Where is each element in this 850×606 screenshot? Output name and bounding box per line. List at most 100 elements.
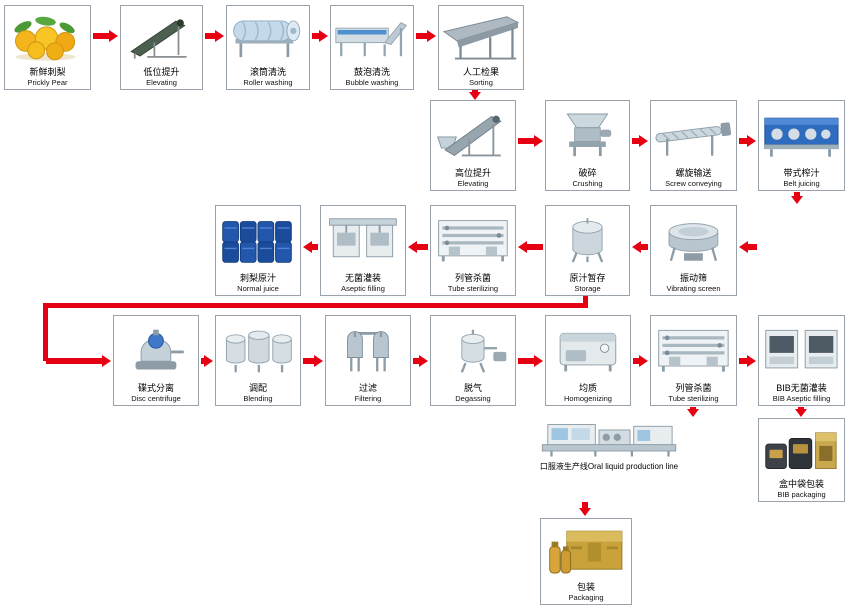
flow-arrow-down bbox=[795, 407, 807, 417]
node-bib-aseptic-filling: BIB无菌灌装 BIB Aseptic filling bbox=[758, 315, 845, 406]
label-en: Degassing bbox=[455, 394, 491, 403]
bib-filler-icon bbox=[760, 318, 843, 383]
node-packaging: 包装 Packaging bbox=[540, 518, 632, 605]
label-en: Roller washing bbox=[243, 78, 293, 87]
label-zh: 螺旋输送 bbox=[675, 167, 712, 178]
sorting-conveyor-icon bbox=[440, 8, 522, 67]
flow-arrow-right bbox=[312, 30, 328, 42]
blue-drums-icon bbox=[217, 208, 299, 273]
flow-arrow-right bbox=[303, 355, 323, 367]
label-zh: 滚筒清洗 bbox=[249, 66, 286, 77]
label-zh: 列管杀菌 bbox=[454, 272, 491, 283]
flow-arrow-left bbox=[739, 241, 757, 253]
node-belt-juicing: 带式榨汁 Belt juicing bbox=[758, 100, 845, 191]
label-en: BIB packaging bbox=[777, 490, 826, 499]
tube-sterilizer-icon bbox=[652, 318, 735, 383]
label-en: Tube sterilizing bbox=[447, 284, 499, 293]
node-oral-liquid-line: 口服液生产线Oral liquid production line bbox=[530, 418, 688, 476]
flow-arrow-right bbox=[201, 355, 213, 367]
label-en: Sorting bbox=[469, 78, 493, 87]
bib-packages-icon bbox=[760, 421, 843, 479]
node-fresh-prickly-pear: 新鲜刺梨 Prickly Pear bbox=[4, 5, 91, 90]
aseptic-filler-icon bbox=[322, 208, 404, 273]
label-zh: 鼓泡清洗 bbox=[353, 66, 390, 77]
label-zh: 包装 bbox=[576, 581, 595, 592]
label-zh: 调配 bbox=[248, 382, 267, 393]
label-en: Elevating bbox=[457, 179, 489, 188]
hopper-elevator-icon bbox=[432, 103, 514, 168]
blending-tanks-icon bbox=[217, 318, 299, 383]
label-en: Prickly Pear bbox=[27, 78, 68, 87]
incline-conveyor-icon bbox=[122, 8, 201, 67]
duplex-filter-icon bbox=[327, 318, 409, 383]
flow-arrow-down bbox=[579, 502, 591, 516]
label-zh: 原汁暂存 bbox=[569, 272, 606, 283]
node-low-elevating: 低位提升 Elevating bbox=[120, 5, 203, 90]
node-vibrating-screen: 振动筛 Vibrating screen bbox=[650, 205, 737, 296]
bubble-washer-icon bbox=[332, 8, 412, 67]
label-en: Packaging bbox=[568, 593, 604, 602]
flow-arrow-right bbox=[739, 355, 756, 367]
flow-arrow-down bbox=[791, 192, 803, 204]
label-zh: 破碎 bbox=[578, 167, 597, 178]
node-aseptic-filling: 无菌灌装 Aseptic filling bbox=[320, 205, 406, 296]
label-en: Crushing bbox=[572, 179, 603, 188]
node-roller-washing: 滚筒清洗 Roller washing bbox=[226, 5, 310, 90]
label-zh: 无菌灌装 bbox=[344, 272, 381, 283]
label-en: Homogenizing bbox=[564, 394, 612, 403]
label-zh: 刺梨原汁 bbox=[239, 272, 276, 283]
label-en: Disc centrifuge bbox=[131, 394, 181, 403]
label-zh: 人工检果 bbox=[462, 66, 499, 77]
flow-arrow-right bbox=[739, 135, 756, 147]
node-bubble-washing: 鼓泡清洗 Bubble washing bbox=[330, 5, 414, 90]
node-disc-centrifuge: 碟式分离 Disc centrifuge bbox=[113, 315, 199, 406]
label-en: Aseptic filling bbox=[341, 284, 385, 293]
label-en: Elevating bbox=[146, 78, 177, 87]
label-en: Normal juice bbox=[237, 284, 279, 293]
belt-press-icon bbox=[760, 103, 843, 168]
flow-arrow-left bbox=[303, 241, 318, 253]
label-en: Tube sterilizing bbox=[668, 394, 719, 403]
flow-arrow-right bbox=[413, 355, 428, 367]
label-en: Blending bbox=[243, 394, 273, 403]
crusher-icon bbox=[547, 103, 628, 168]
flow-arrow-right bbox=[518, 355, 543, 367]
label-zh: BIB无菌灌装 bbox=[776, 382, 827, 393]
node-blending: 调配 Blending bbox=[215, 315, 301, 406]
flow-arrow-left bbox=[632, 241, 648, 253]
label-zh: 列管杀菌 bbox=[675, 382, 712, 393]
flow-arrow-right bbox=[46, 355, 111, 367]
node-high-elevating: 高位提升 Elevating bbox=[430, 100, 516, 191]
flow-connector-segment bbox=[43, 303, 48, 361]
node-screw-conveying: 螺旋输送 Screw conveying bbox=[650, 100, 737, 191]
degasser-icon bbox=[432, 318, 514, 383]
flow-arrow-right bbox=[416, 30, 436, 42]
label-zh: 振动筛 bbox=[679, 272, 707, 283]
flow-arrow-right bbox=[633, 355, 648, 367]
label-zh: 盒中袋包装 bbox=[778, 478, 824, 489]
node-sorting: 人工检果 Sorting bbox=[438, 5, 524, 90]
screw-conveyor-icon bbox=[652, 103, 735, 168]
label-zh: 低位提升 bbox=[143, 66, 180, 77]
flow-arrow-right bbox=[518, 135, 543, 147]
flow-arrow-right bbox=[632, 135, 648, 147]
tube-sterilizer-icon bbox=[432, 208, 514, 273]
homogenizer-icon bbox=[547, 318, 629, 383]
label-en: Vibrating screen bbox=[666, 284, 721, 293]
label-zh: 均质 bbox=[578, 382, 597, 393]
label-en: Bubble washing bbox=[345, 78, 399, 87]
node-homogenizing: 均质 Homogenizing bbox=[545, 315, 631, 406]
label-en: BIB Aseptic filling bbox=[772, 394, 831, 403]
label-en: Storage bbox=[574, 284, 601, 293]
node-filtering: 过滤 Filtering bbox=[325, 315, 411, 406]
label-zh: 过滤 bbox=[358, 382, 377, 393]
flow-connector-segment bbox=[43, 303, 588, 308]
flow-arrow-right bbox=[205, 30, 224, 42]
flow-arrow-down bbox=[469, 90, 481, 100]
flow-arrow-right bbox=[93, 30, 118, 42]
node-tube-sterilizing-2: 列管杀菌 Tube sterilizing bbox=[650, 315, 737, 406]
roller-washer-icon bbox=[228, 8, 308, 67]
vibrating-screen-icon bbox=[652, 208, 735, 273]
label-combined: 口服液生产线Oral liquid production line bbox=[539, 462, 679, 471]
